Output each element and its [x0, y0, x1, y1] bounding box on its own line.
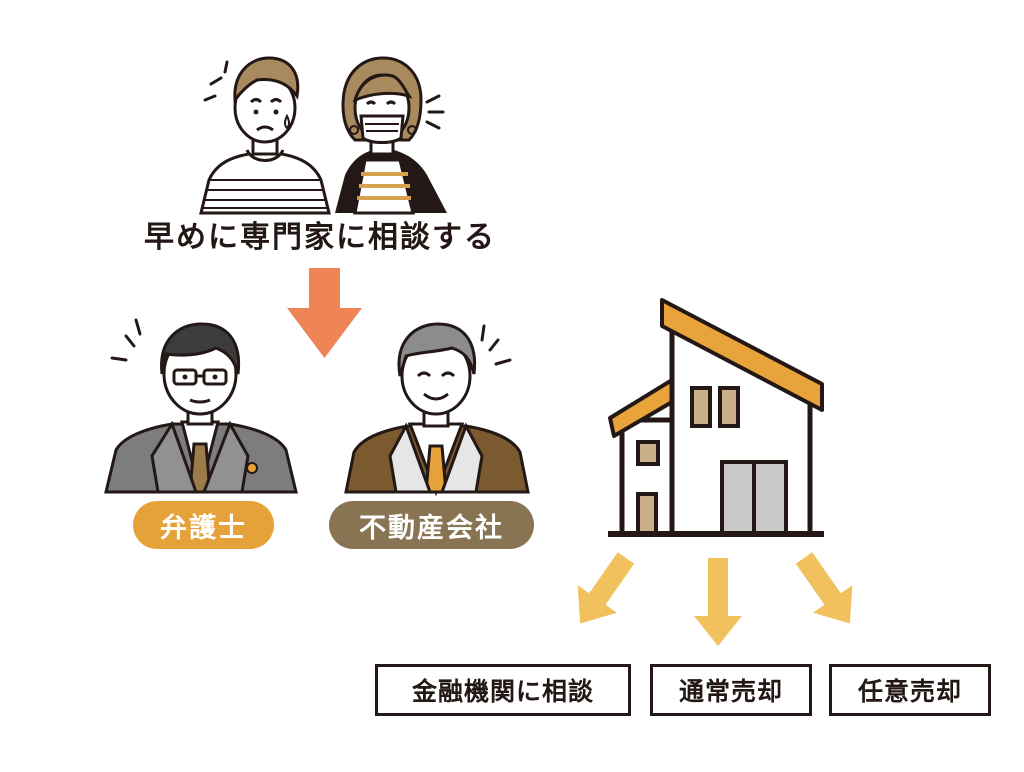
arrow-down-icon: [694, 558, 742, 646]
house-icon: [608, 298, 824, 537]
real-estate-agent-icon: [344, 322, 530, 497]
arrow-right-icon: [795, 552, 853, 624]
option-voluntary-sale: 任意売却: [829, 664, 991, 716]
option-arrows: [577, 552, 853, 646]
option-normal-sale: 通常売却: [650, 664, 812, 716]
man-figure: [199, 56, 331, 215]
option-consult-financial-institution: 金融機関に相談: [375, 664, 631, 716]
lawyer-label: 弁護士: [133, 501, 274, 549]
worried-couple-icon: [199, 56, 447, 215]
arrow-left-icon: [577, 552, 635, 624]
real-estate-company-label: 不動産会社: [329, 501, 534, 549]
woman-figure: [335, 56, 447, 215]
down-arrow-icon: [287, 268, 362, 358]
heading-consult-early: 早めに専門家に相談する: [144, 220, 496, 255]
lawyer-icon: [104, 318, 298, 494]
